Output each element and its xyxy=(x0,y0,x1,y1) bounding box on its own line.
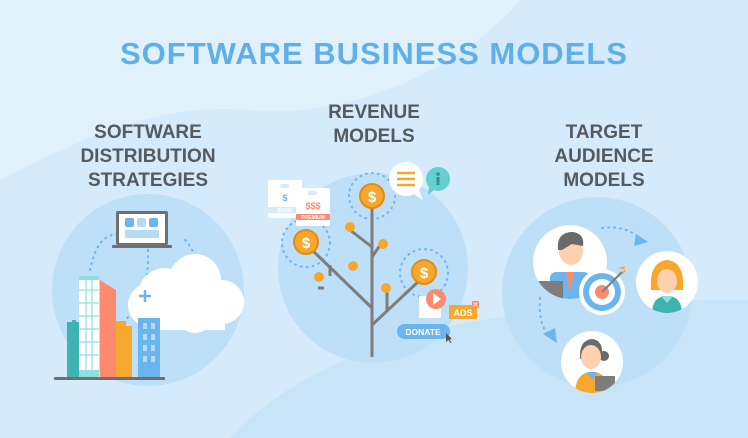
basic-price-tag: $ BASIC xyxy=(268,180,302,218)
distribution-illustration xyxy=(52,194,244,386)
ads-label: ADS xyxy=(453,308,472,318)
fruit-dots xyxy=(314,222,391,293)
heading-line: REVENUE xyxy=(328,102,420,123)
ground-line xyxy=(54,377,165,380)
basic-label: BASIC xyxy=(277,208,293,214)
heading-line: MODELS xyxy=(333,126,415,147)
donate-label: DONATE xyxy=(405,327,441,337)
video-icon xyxy=(419,289,446,318)
heading-line: TARGET xyxy=(565,122,643,143)
heading-line: AUDIENCE xyxy=(554,146,654,167)
coin-icon: $ $ $ xyxy=(293,183,437,285)
money-tree-icon xyxy=(308,200,422,357)
audience-illustration xyxy=(502,197,698,393)
heading-line: SOFTWARE xyxy=(94,122,202,143)
heading-revenue: REVENUE MODELS xyxy=(284,101,464,149)
svg-text:$: $ xyxy=(302,235,311,252)
businesswoman-icon xyxy=(561,331,623,393)
ads-badge: ADS xyxy=(449,301,479,319)
cloud-icon xyxy=(128,254,244,333)
svg-text:$: $ xyxy=(420,265,429,282)
heading-audience: TARGET AUDIENCE MODELS xyxy=(514,121,694,193)
revenue-illustration: $ $ $ $ BASIC $$$ P xyxy=(268,162,479,363)
premium-label: PREMIUM xyxy=(301,215,325,221)
laptop-icon xyxy=(112,211,172,248)
chat-bubble-icon xyxy=(389,162,423,200)
page-title: SOFTWARE BUSINESS MODELS xyxy=(120,36,628,71)
premium-price-tag: $$$ PREMIUM xyxy=(296,188,330,226)
info-icon xyxy=(426,167,450,195)
heading-line: MODELS xyxy=(563,170,645,191)
heading-line: DISTRIBUTION xyxy=(80,146,216,167)
background-wave xyxy=(0,0,520,180)
donate-button[interactable]: DONATE xyxy=(397,324,452,343)
heading-line: STRATEGIES xyxy=(88,170,208,191)
premium-price: $$$ xyxy=(305,201,320,211)
buildings-icon xyxy=(54,276,165,380)
cursor-icon xyxy=(446,333,452,343)
heading-distribution: SOFTWARE DISTRIBUTION STRATEGIES xyxy=(58,121,238,193)
target-icon xyxy=(579,266,626,315)
svg-text:$: $ xyxy=(368,189,377,206)
basic-price: $ xyxy=(282,193,287,203)
woman-icon xyxy=(636,251,698,313)
